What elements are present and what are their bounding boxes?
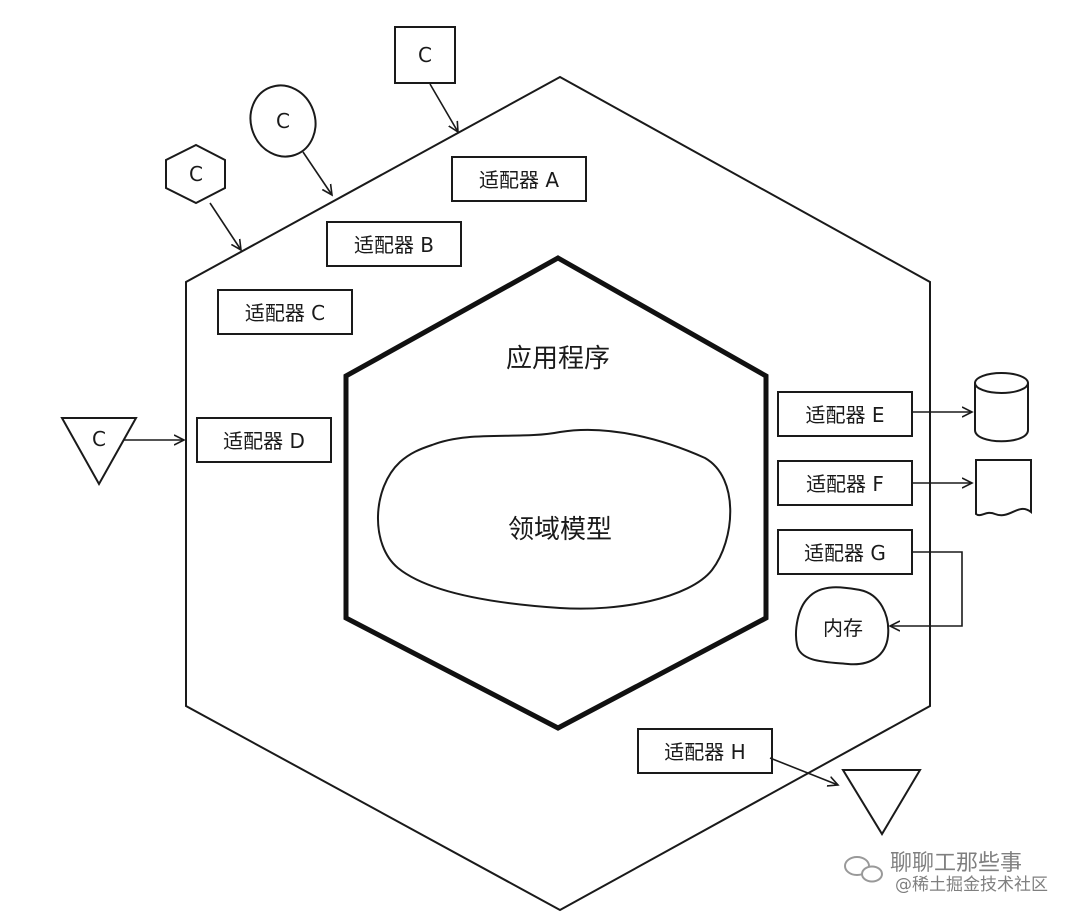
svg-text:适配器 D: 适配器 D xyxy=(223,429,305,453)
memory-blob: 内存 xyxy=(795,586,890,666)
output-triangle xyxy=(841,769,922,836)
watermark: 聊聊工那些事 @稀土掘金技术社区 xyxy=(844,851,1048,895)
outer-hexagon xyxy=(185,75,931,912)
adapter-f: 适配器 F xyxy=(777,460,913,506)
domain-model-label: 领域模型 xyxy=(508,515,612,545)
client-square: C xyxy=(394,26,456,84)
adapter-d: 适配器 D xyxy=(196,417,332,463)
arrow-square-to-hexagon xyxy=(429,83,458,132)
svg-text:C: C xyxy=(189,162,203,186)
watermark-subtitle: @稀土掘金技术社区 xyxy=(895,875,1048,895)
arrow-adapter-h-to-triangle xyxy=(769,757,838,785)
memory-label: 内存 xyxy=(823,616,863,640)
svg-text:适配器 C: 适配器 C xyxy=(245,301,325,325)
arrow-adapter-g-to-memory xyxy=(890,551,963,626)
domain-model-blob xyxy=(377,428,732,610)
database-icon xyxy=(974,372,1029,443)
svg-text:C: C xyxy=(418,43,432,67)
client-triangle: C xyxy=(60,417,138,487)
client-hexagon: C xyxy=(165,143,226,205)
svg-text:适配器 E: 适配器 E xyxy=(806,403,885,427)
adapter-g: 适配器 G xyxy=(777,529,913,575)
adapter-a: 适配器 A xyxy=(451,156,587,202)
wechat-icon xyxy=(844,856,883,883)
svg-text:适配器 B: 适配器 B xyxy=(354,233,434,257)
svg-text:适配器 G: 适配器 G xyxy=(804,541,886,565)
client-ellipse: C xyxy=(249,84,317,158)
svg-text:适配器 A: 适配器 A xyxy=(479,168,559,192)
adapter-c: 适配器 C xyxy=(217,289,353,335)
svg-text:C: C xyxy=(276,109,290,133)
adapter-h: 适配器 H xyxy=(637,728,773,774)
application-label: 应用程序 xyxy=(506,344,610,374)
svg-text:适配器 H: 适配器 H xyxy=(664,740,745,764)
arrow-ellipse-to-hexagon xyxy=(302,151,332,195)
watermark-title: 聊聊工那些事 xyxy=(890,851,1022,876)
document-icon xyxy=(975,459,1032,517)
svg-text:适配器 F: 适配器 F xyxy=(806,472,884,496)
adapter-b: 适配器 B xyxy=(326,221,462,267)
application-hexagon xyxy=(343,255,769,731)
arrow-hexagon-to-hexagon xyxy=(209,202,241,250)
adapter-e: 适配器 E xyxy=(777,391,913,437)
svg-text:C: C xyxy=(92,427,106,451)
